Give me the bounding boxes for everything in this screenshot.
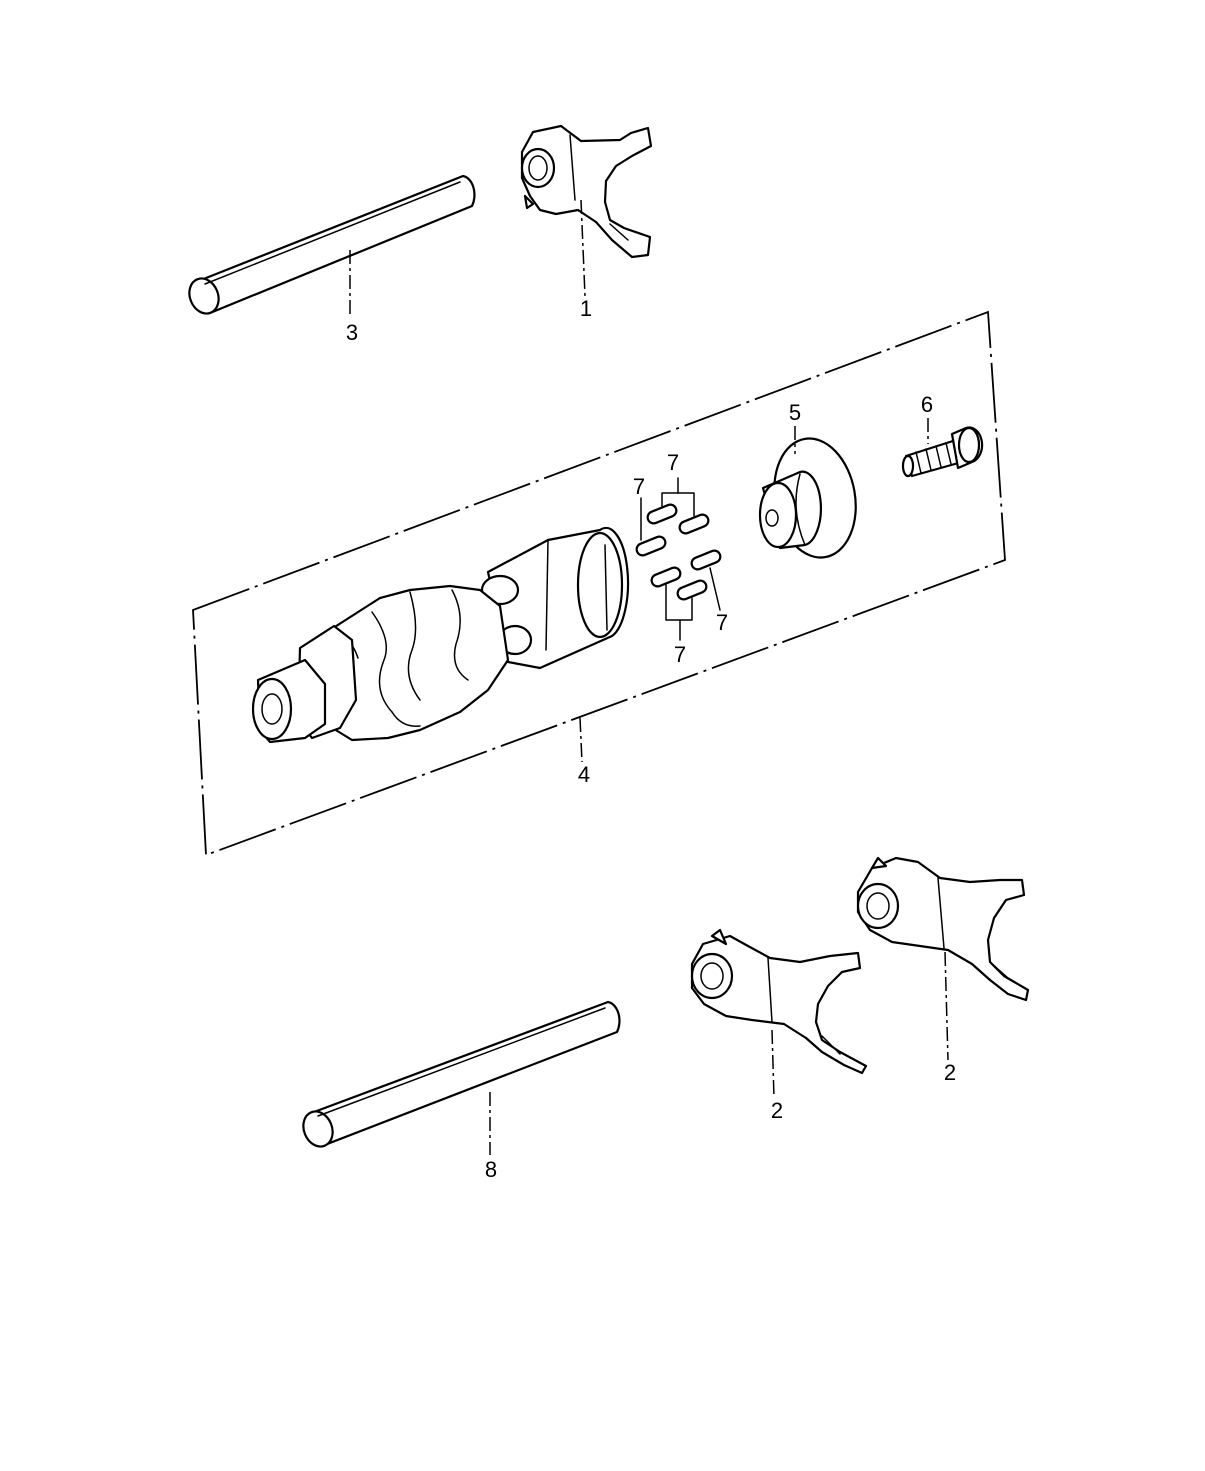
callout-rod-bottom: 8 <box>485 1157 497 1182</box>
dowel-pins <box>635 503 722 601</box>
shift-fork-lower-right <box>856 856 1030 1002</box>
callout-cam-plate: 5 <box>789 400 801 425</box>
leader-lines <box>349 199 949 1155</box>
callout-pins-lower-left: 7 <box>674 642 686 667</box>
callout-bolt: 6 <box>921 392 933 417</box>
callout-pins-upper-right: 7 <box>667 450 679 475</box>
callout-rod-top: 3 <box>346 320 358 345</box>
callout-labels: 3 1 4 5 6 7 7 7 7 8 2 2 <box>346 296 956 1182</box>
shift-fork-lower-left <box>690 928 868 1075</box>
shift-rod-top <box>188 174 476 315</box>
bolt <box>901 426 984 478</box>
callout-fork-lower-right: 2 <box>944 1060 956 1085</box>
shift-drum <box>251 526 630 744</box>
pin-group-brackets <box>640 477 721 641</box>
callout-pins-lower-right: 7 <box>716 610 728 635</box>
cam-plate <box>758 437 857 559</box>
callout-fork-lower-left: 2 <box>771 1098 783 1123</box>
assembly-frame <box>192 310 1006 857</box>
callout-pins-upper-left: 7 <box>633 474 645 499</box>
shift-rod-bottom <box>302 1000 621 1148</box>
callout-drum-assembly: 4 <box>578 762 590 787</box>
shift-fork-top <box>520 124 653 259</box>
callout-fork-top: 1 <box>580 296 592 321</box>
